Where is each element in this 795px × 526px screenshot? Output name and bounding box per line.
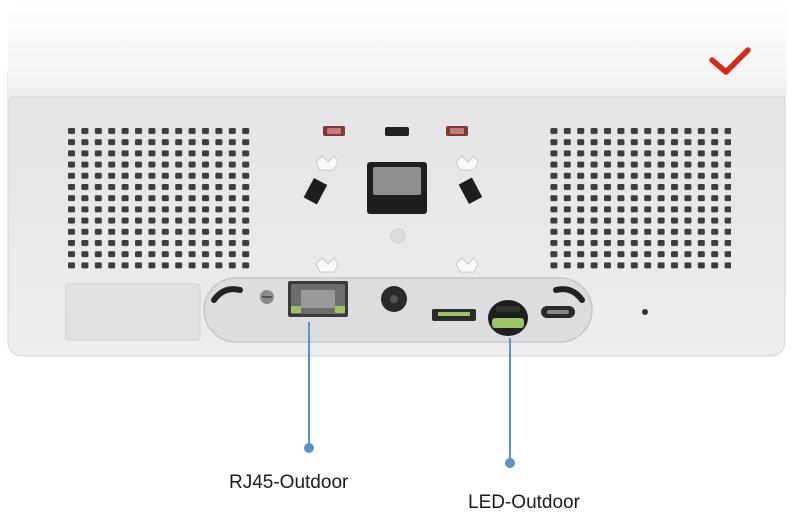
right-vent-grille [545, 126, 731, 272]
rj45-port [288, 281, 348, 317]
reset-hole [390, 228, 406, 244]
blank-plate [65, 283, 201, 341]
callout-led [505, 338, 515, 468]
mounting-posts [315, 155, 479, 273]
rj45-outdoor-label: RJ45-Outdoor [229, 472, 349, 493]
power-jack-icon [381, 286, 407, 312]
inner-rj45-port [367, 162, 427, 214]
left-vent-grille [66, 126, 252, 272]
ground-screw-icon [260, 290, 274, 304]
mounting-clips [303, 177, 483, 205]
indicator-dot [642, 309, 648, 315]
usb-c-port-icon [541, 306, 575, 318]
status-indicators [323, 126, 468, 136]
led-port [488, 300, 528, 336]
callout-rj45 [304, 322, 314, 453]
sd-card-slot-icon [432, 309, 476, 321]
checkmark-logo-icon [709, 47, 751, 75]
led-outdoor-label: LED-Outdoor [468, 492, 580, 513]
